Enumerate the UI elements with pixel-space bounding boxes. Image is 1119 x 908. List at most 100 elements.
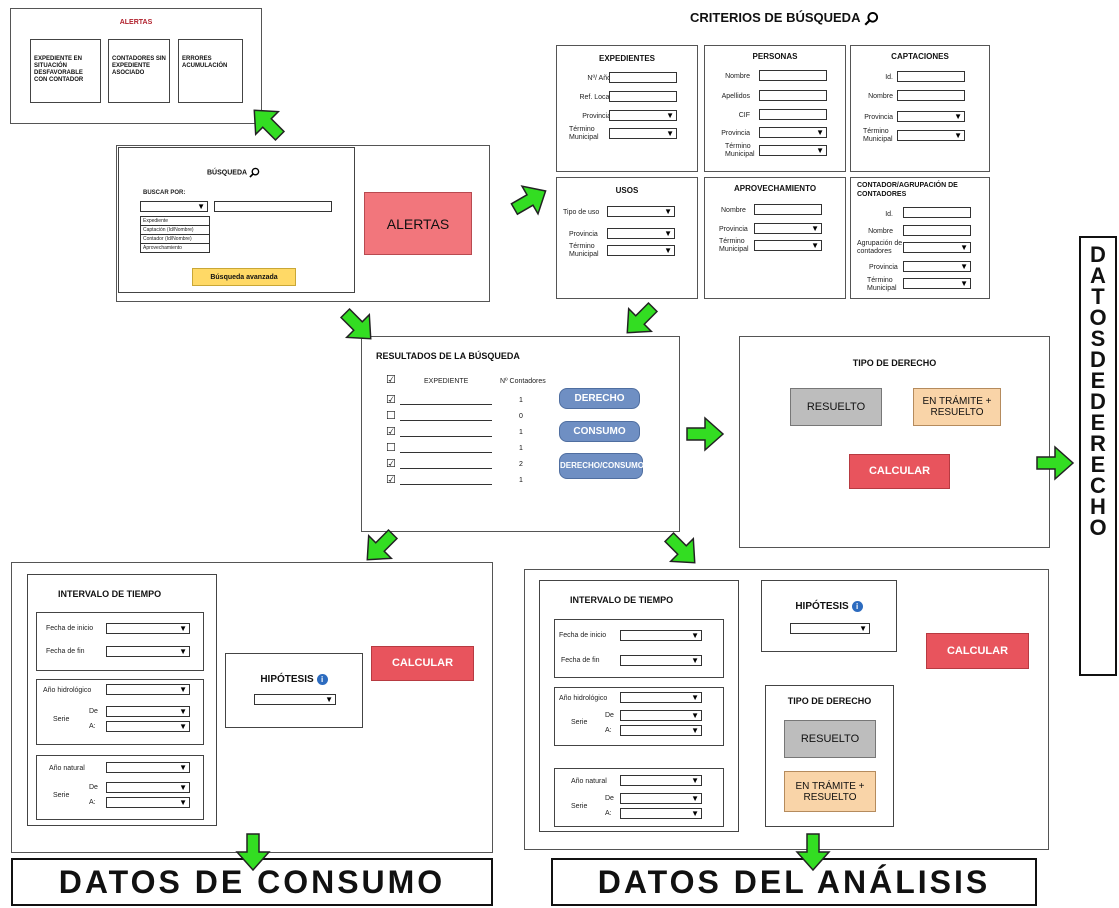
- fecha-inicio-select[interactable]: [106, 623, 190, 634]
- nombre-input[interactable]: [903, 225, 971, 236]
- advanced-search-button[interactable]: Búsqueda avanzada: [192, 268, 296, 286]
- option-captacion[interactable]: Captación (Id/Nombre): [141, 226, 209, 235]
- result-checkbox[interactable]: ☑: [386, 474, 396, 486]
- apellidos-input[interactable]: [759, 90, 827, 101]
- serie-a-select[interactable]: [620, 725, 702, 736]
- serie-de-select[interactable]: [620, 793, 702, 804]
- contadores-count: 1: [519, 477, 523, 484]
- nombre-input[interactable]: [754, 204, 822, 215]
- result-checkbox[interactable]: ☑: [386, 394, 396, 406]
- section-title: PERSONAS: [752, 52, 798, 61]
- en-tramite-label: EN TRÁMITE + RESUELTO: [922, 396, 992, 418]
- calcular-button[interactable]: CALCULAR: [926, 633, 1029, 669]
- info-icon[interactable]: i: [316, 674, 328, 685]
- alert-card-label: EXPEDIENTE EN SITUACIÓN DESFAVORABLE CON…: [34, 56, 84, 83]
- buscar-por-select[interactable]: [140, 201, 208, 212]
- termino-select[interactable]: [609, 128, 677, 139]
- termino-select[interactable]: [607, 245, 675, 256]
- hipotesis-select[interactable]: [254, 694, 336, 705]
- select-all-checkbox[interactable]: ☑: [386, 374, 396, 386]
- resuelto-button[interactable]: RESUELTO: [784, 720, 876, 758]
- option-expediente[interactable]: Expediente: [141, 217, 209, 226]
- consumo-button[interactable]: CONSUMO: [559, 421, 640, 442]
- hipotesis-select[interactable]: [790, 623, 870, 634]
- field-label: Provincia: [719, 226, 748, 233]
- result-checkbox[interactable]: ☑: [386, 426, 396, 438]
- provincia-select[interactable]: [609, 110, 677, 121]
- criterio-expedientes: EXPEDIENTES Nº/ Año Ref. Local Provincia…: [556, 45, 698, 172]
- result-checkbox[interactable]: ☐: [386, 442, 396, 454]
- alert-card-errores[interactable]: ERRORES ACUMULACIÓN: [178, 39, 243, 103]
- serie-a-select[interactable]: [620, 808, 702, 819]
- ano-natural-select[interactable]: [620, 775, 702, 786]
- result-checkbox[interactable]: ☐: [386, 410, 396, 422]
- expediente-line: [400, 420, 492, 421]
- num-ano-input[interactable]: [609, 72, 677, 83]
- contadores-count: 1: [519, 397, 523, 404]
- termino-select[interactable]: [903, 278, 971, 289]
- option-contador[interactable]: Contador (Id/Nombre): [141, 235, 209, 244]
- field-label: Término Municipal: [863, 128, 893, 143]
- field-label: Término Municipal: [569, 126, 599, 141]
- termino-select[interactable]: [754, 240, 822, 251]
- nombre-input[interactable]: [897, 90, 965, 101]
- serie-de-select[interactable]: [620, 710, 702, 721]
- arrow-to-datos-consumo: [233, 832, 273, 872]
- criterios-title-text: CRITERIOS DE BÚSQUEDA: [690, 10, 860, 25]
- alert-card-contadores[interactable]: CONTADORES SIN EXPEDIENTE ASOCIADO: [108, 39, 170, 103]
- serie-de-select[interactable]: [106, 782, 190, 793]
- fecha-fin-select[interactable]: [106, 646, 190, 657]
- provincia-select[interactable]: [903, 261, 971, 272]
- ref-local-input[interactable]: [609, 91, 677, 102]
- serie-a-select[interactable]: [106, 797, 190, 808]
- termino-select[interactable]: [759, 145, 827, 156]
- en-tramite-button[interactable]: EN TRÁMITE + RESUELTO: [913, 388, 1001, 426]
- id-input[interactable]: [903, 207, 971, 218]
- cif-input[interactable]: [759, 109, 827, 120]
- option-aprovechamiento[interactable]: Aprovechamiento: [143, 245, 182, 251]
- contadores-count: 0: [519, 413, 523, 420]
- info-icon[interactable]: i: [851, 601, 863, 612]
- search-icon: [249, 167, 260, 178]
- agrupacion-select[interactable]: [903, 242, 971, 253]
- field-label: Nº/ Año: [587, 75, 611, 82]
- intervalo-title: INTERVALO DE TIEMPO: [58, 589, 162, 599]
- tipo-uso-select[interactable]: [607, 206, 675, 217]
- ano-natural-label: Año natural: [571, 778, 607, 785]
- fecha-fin-select[interactable]: [620, 655, 702, 666]
- derecho-consumo-button[interactable]: DERECHO/CONSUMO: [559, 453, 644, 479]
- provincia-select[interactable]: [754, 223, 822, 234]
- ano-natural-select[interactable]: [106, 762, 190, 773]
- resuelto-button[interactable]: RESUELTO: [790, 388, 882, 426]
- result-checkbox[interactable]: ☑: [386, 458, 396, 470]
- alert-card-expediente[interactable]: EXPEDIENTE EN SITUACIÓN DESFAVORABLE CON…: [30, 39, 101, 103]
- id-input[interactable]: [897, 71, 965, 82]
- intervalo-title: INTERVALO DE TIEMPO: [570, 595, 674, 605]
- calcular-button[interactable]: CALCULAR: [849, 454, 950, 489]
- fecha-inicio-select[interactable]: [620, 630, 702, 641]
- fecha-group: Fecha de inicio Fecha de fin: [554, 619, 724, 678]
- serie-de-select[interactable]: [106, 706, 190, 717]
- criterio-captaciones: CAPTACIONES Id. Nombre Provincia Término…: [850, 45, 990, 172]
- natural-group: Año natural Serie De A:: [36, 755, 204, 820]
- field-label: Término Municipal: [569, 243, 599, 258]
- a-label: A:: [89, 799, 96, 806]
- serie-a-select[interactable]: [106, 721, 190, 732]
- field-label: Id.: [885, 211, 893, 218]
- alertas-button[interactable]: ALERTAS: [364, 192, 472, 255]
- provincia-select[interactable]: [607, 228, 675, 239]
- field-label: Apellidos: [721, 93, 750, 100]
- field-label: Término Municipal: [867, 277, 897, 292]
- provincia-select[interactable]: [897, 111, 965, 122]
- ano-hidrologico-select[interactable]: [620, 692, 702, 703]
- en-tramite-button[interactable]: EN TRÁMITE + RESUELTO: [784, 771, 876, 812]
- termino-select[interactable]: [897, 130, 965, 141]
- nombre-input[interactable]: [759, 70, 827, 81]
- serie-label: Serie: [571, 803, 588, 810]
- derecho-button[interactable]: DERECHO: [559, 388, 640, 409]
- calcular-button[interactable]: CALCULAR: [371, 646, 474, 681]
- provincia-select[interactable]: [759, 127, 827, 138]
- busqueda-input[interactable]: [214, 201, 332, 212]
- ano-hidrologico-select[interactable]: [106, 684, 190, 695]
